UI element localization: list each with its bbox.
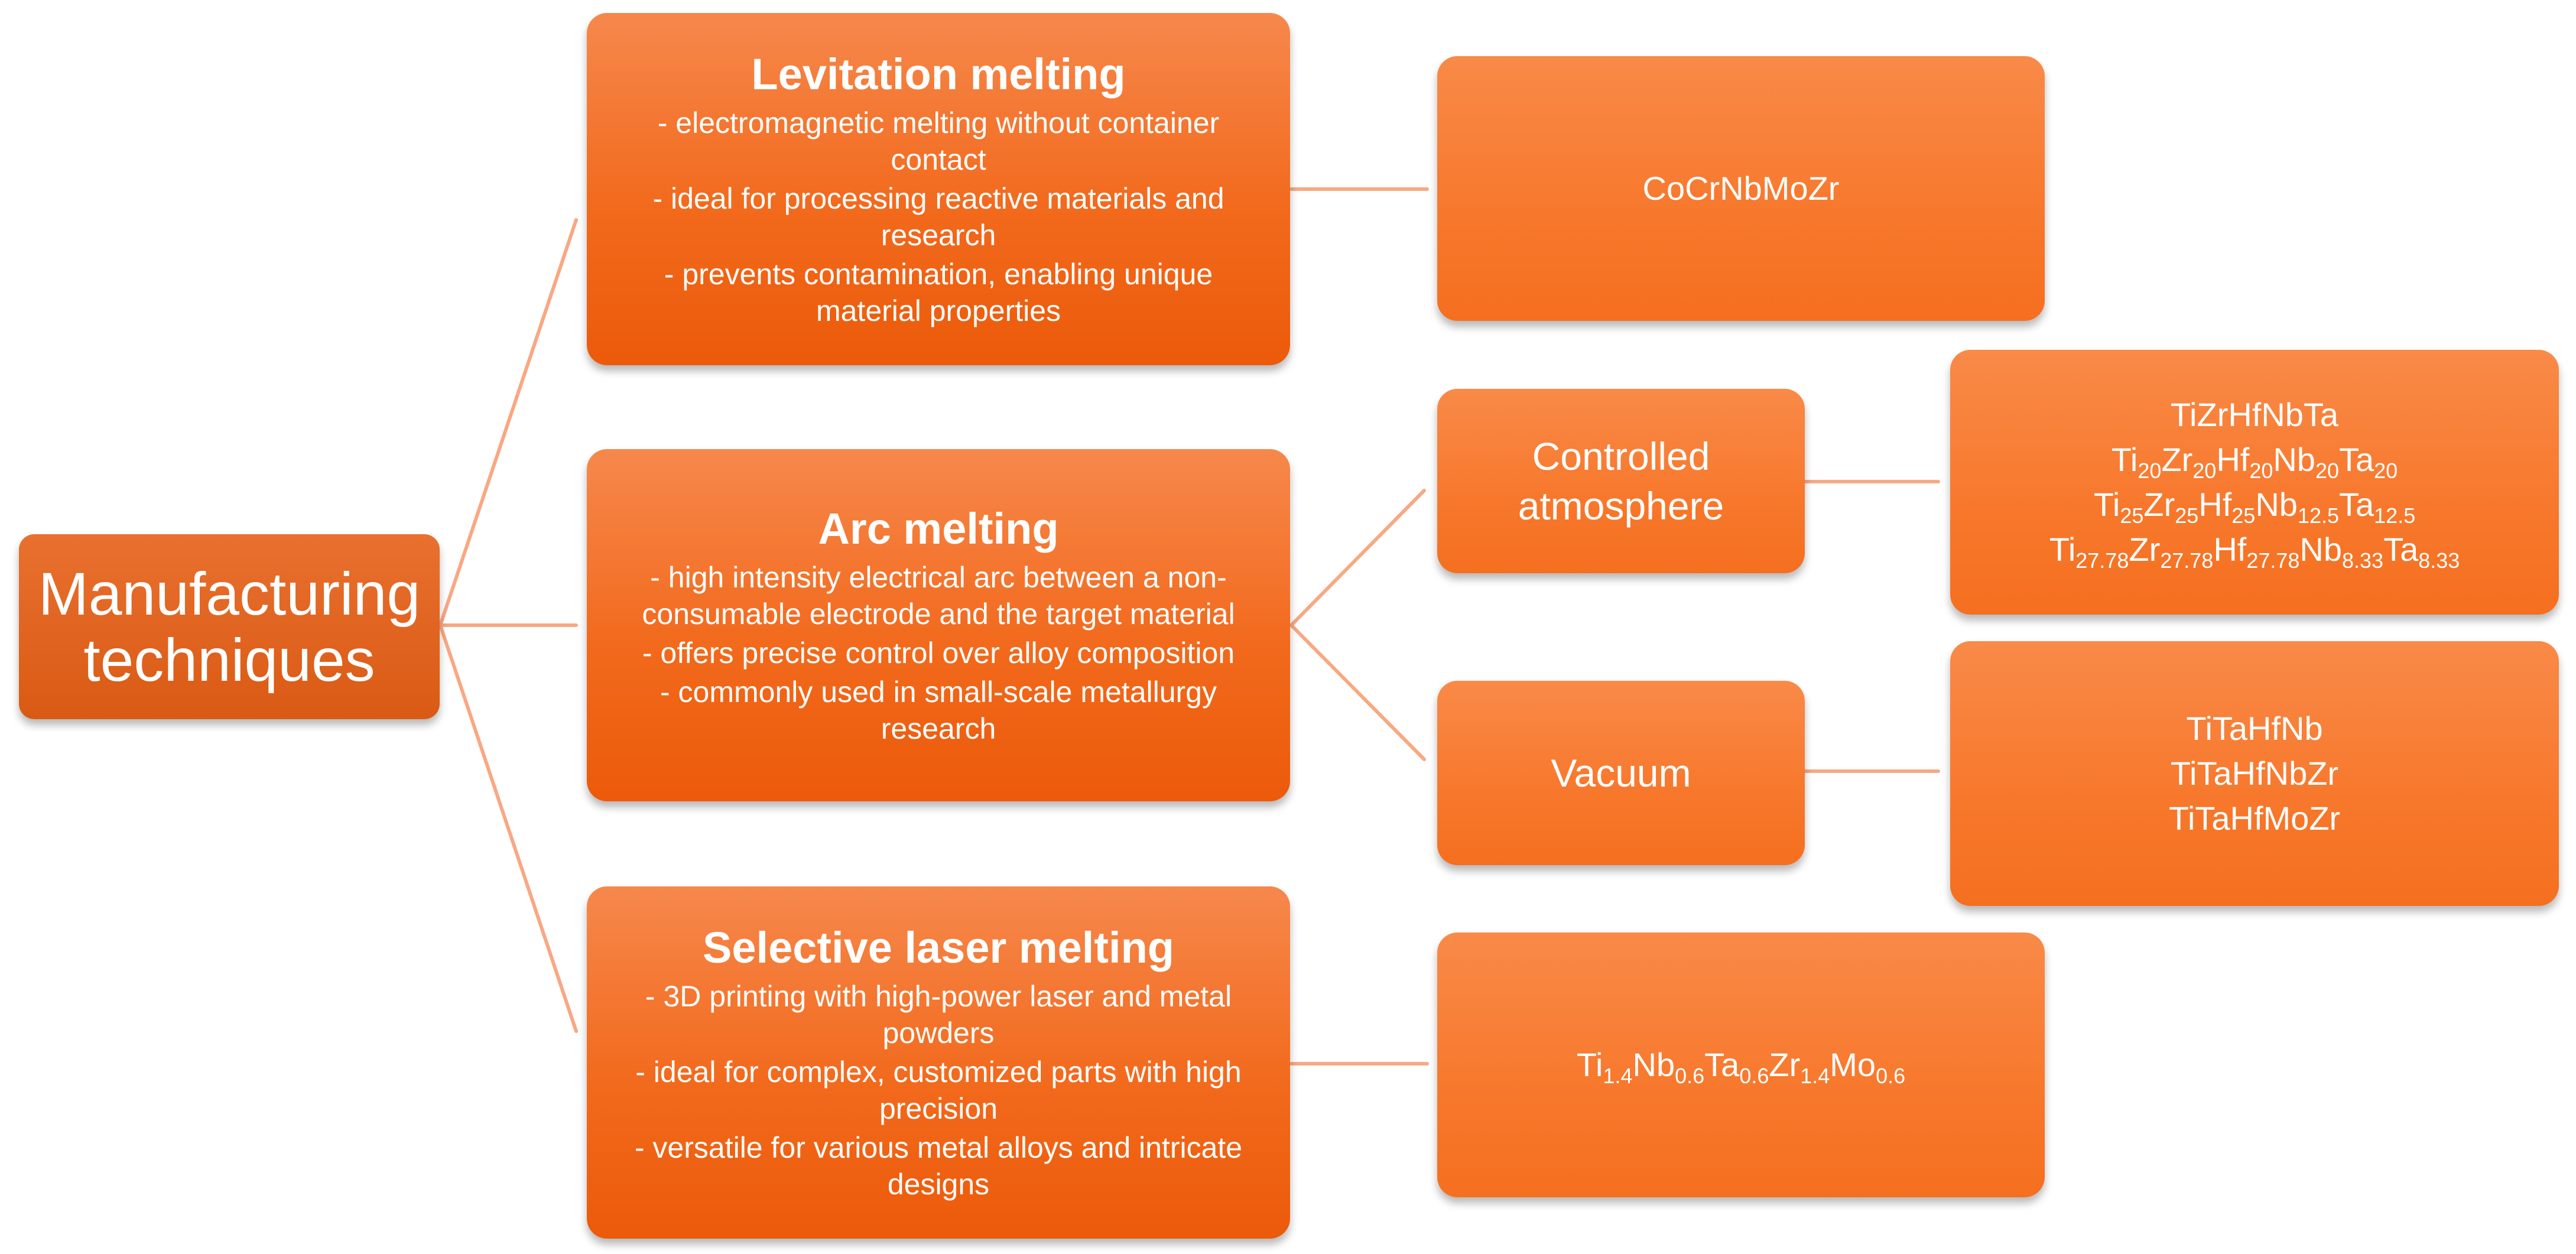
technique-title: Arc melting bbox=[818, 504, 1059, 553]
connector-root-to-slm bbox=[438, 623, 578, 1033]
formula-subscript: 0.6 bbox=[1675, 1064, 1705, 1088]
alloy-formula: Ti1.4Nb0.6Ta0.6Zr1.4Mo0.6 bbox=[1576, 1046, 1906, 1088]
formula-subscript: 27.78 bbox=[2075, 548, 2129, 573]
sub-option-controlled-atmosphere: Controlled atmosphere bbox=[1437, 389, 1805, 573]
sub-option-vacuum: Vacuum bbox=[1437, 681, 1805, 865]
formula-subscript: 12.5 bbox=[2374, 503, 2416, 528]
alloy-box-levitation: CoCrNbMoZr bbox=[1437, 56, 2045, 321]
alloy-formula: CoCrNbMoZr bbox=[1642, 170, 1840, 207]
alloy-formula: Ti27.78Zr27.78Hf27.78Nb8.33Ta8.33 bbox=[2049, 531, 2460, 573]
root-label: Manufacturing techniques bbox=[38, 560, 421, 694]
formula-subscript: 25 bbox=[2175, 503, 2199, 528]
technique-bullet: - 3D printing with high-power laser and … bbox=[645, 980, 1232, 1050]
connector-root-to-levitation bbox=[438, 218, 578, 627]
alloy-formula: TiTaHfNb bbox=[2186, 710, 2323, 747]
technique-bullet: - electromagnetic melting without contai… bbox=[657, 106, 1220, 176]
formula-subscript: 25 bbox=[2120, 503, 2144, 528]
technique-bullet: - versatile for various metal alloys and… bbox=[634, 1131, 1243, 1201]
formula-subscript: 20 bbox=[2315, 459, 2339, 483]
formula-subscript: 20 bbox=[2249, 459, 2273, 483]
formula-subscript: 8.33 bbox=[2342, 548, 2384, 573]
technique-bullet: - high intensity electrical arc between … bbox=[642, 561, 1235, 631]
formula-subscript: 20 bbox=[2192, 459, 2217, 483]
alloy-formula: Ti25Zr25Hf25Nb12.5Ta12.5 bbox=[2093, 486, 2416, 528]
formula-subscript: 0.6 bbox=[1739, 1064, 1769, 1088]
alloy-box-selective-laser-melting: Ti1.4Nb0.6Ta0.6Zr1.4Mo0.6 bbox=[1437, 933, 2045, 1197]
sub-option-label: Vacuum bbox=[1551, 751, 1691, 795]
connector-arc-to-controlled bbox=[1289, 489, 1426, 627]
technique-bullet: - ideal for processing reactive material… bbox=[652, 182, 1224, 252]
alloy-box-controlled-atmosphere: TiZrHfNbTa Ti20Zr20Hf20Nb20Ta20 Ti25Zr25… bbox=[1950, 350, 2559, 615]
technique-levitation-melting: Levitation melting - electromagnetic mel… bbox=[587, 13, 1290, 365]
alloy-formula: TiZrHfNbTa bbox=[2170, 396, 2339, 433]
formula-subscript: 20 bbox=[2374, 459, 2398, 483]
formula-subscript: 20 bbox=[2138, 459, 2162, 483]
technique-selective-laser-melting: Selective laser melting - 3D printing wi… bbox=[587, 886, 1290, 1239]
formula-subscript: 0.6 bbox=[1876, 1064, 1906, 1088]
technique-title: Levitation melting bbox=[751, 50, 1126, 99]
technique-title: Selective laser melting bbox=[703, 923, 1174, 972]
technique-bullet: - prevents contamination, enabling uniqu… bbox=[664, 258, 1213, 327]
technique-arc-melting: Arc melting - high intensity electrical … bbox=[587, 449, 1290, 801]
formula-subscript: 25 bbox=[2231, 503, 2256, 528]
technique-bullet: - ideal for complex, customized parts wi… bbox=[635, 1055, 1242, 1125]
connector-arc-to-vacuum bbox=[1289, 623, 1426, 761]
root-node: Manufacturing techniques bbox=[19, 534, 440, 719]
formula-subscript: 1.4 bbox=[1603, 1064, 1633, 1088]
alloy-box-vacuum: TiTaHfNb TiTaHfNbZr TiTaHfMoZr bbox=[1950, 641, 2559, 906]
formula-subscript: 27.78 bbox=[2246, 548, 2300, 573]
alloy-formula: TiTaHfMoZr bbox=[2168, 800, 2341, 837]
formula-subscript: 12.5 bbox=[2297, 503, 2339, 528]
alloy-formula: Ti20Zr20Hf20Nb20Ta20 bbox=[2111, 441, 2398, 483]
formula-subscript: 1.4 bbox=[1800, 1064, 1830, 1088]
formula-subscript: 27.78 bbox=[2160, 548, 2214, 573]
alloy-formula: TiTaHfNbZr bbox=[2170, 755, 2339, 792]
technique-bullet: - offers precise control over alloy comp… bbox=[642, 636, 1235, 670]
sub-option-label: Controlled atmosphere bbox=[1518, 434, 1724, 528]
technique-bullet: - commonly used in small-scale metallurg… bbox=[660, 675, 1217, 745]
formula-subscript: 8.33 bbox=[2418, 548, 2460, 573]
